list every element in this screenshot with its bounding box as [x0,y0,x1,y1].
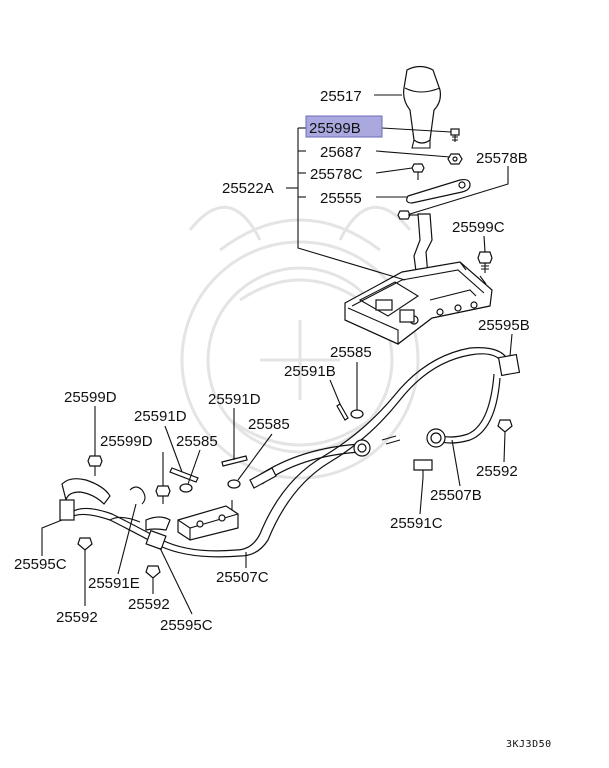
shift-lever-assembly [344,213,493,345]
knob-screw [450,128,460,142]
lever-25555 [406,178,471,204]
shift-knob [403,65,441,149]
bolt-25578B [397,210,418,220]
label-25591D-right[interactable]: 25591D [208,391,261,408]
label-25585-top[interactable]: 25585 [330,344,372,361]
label-25599C[interactable]: 25599C [452,219,505,236]
reference-code: 3KJ3D50 [506,739,552,750]
label-25599B[interactable]: 25599B [309,120,361,137]
label-25585-mid[interactable]: 25585 [176,433,218,450]
label-25592-right[interactable]: 25592 [476,463,518,480]
cable-end-fittings [59,353,521,551]
label-25591E[interactable]: 25591E [88,575,140,592]
label-25595C-left[interactable]: 25595C [14,556,67,573]
label-25585-right[interactable]: 25585 [248,416,290,433]
label-25591D-mid[interactable]: 25591D [134,408,187,425]
bolt-25578C [411,163,425,180]
label-25595B-right[interactable]: 25595B [478,317,530,334]
part-labels: 25517 25599B 25687 25578C 25578B 25522A … [14,88,552,750]
label-25578B[interactable]: 25578B [476,150,528,167]
label-25592-left[interactable]: 25592 [56,609,98,626]
hardware-small-parts [77,403,513,579]
label-25591B[interactable]: 25591B [284,363,336,380]
label-25517[interactable]: 25517 [320,88,362,105]
watermark-emblem [180,205,420,480]
label-25522A[interactable]: 25522A [222,180,274,197]
nut-25687 [447,153,463,165]
label-25578C[interactable]: 25578C [310,166,363,183]
label-25592-mid[interactable]: 25592 [128,596,170,613]
label-25595C-bottom[interactable]: 25595C [160,617,213,634]
leader-lines [41,94,513,615]
label-25507C[interactable]: 25507C [216,569,269,586]
label-25599D-mid[interactable]: 25599D [100,433,153,450]
label-25591C[interactable]: 25591C [390,515,443,532]
bolt-25599C [477,251,493,273]
label-25599D-left[interactable]: 25599D [64,389,117,406]
bracket [177,500,239,541]
label-25555[interactable]: 25555 [320,190,362,207]
label-25507B[interactable]: 25507B [430,487,482,504]
label-25687[interactable]: 25687 [320,144,362,161]
highlight-box [305,115,383,138]
